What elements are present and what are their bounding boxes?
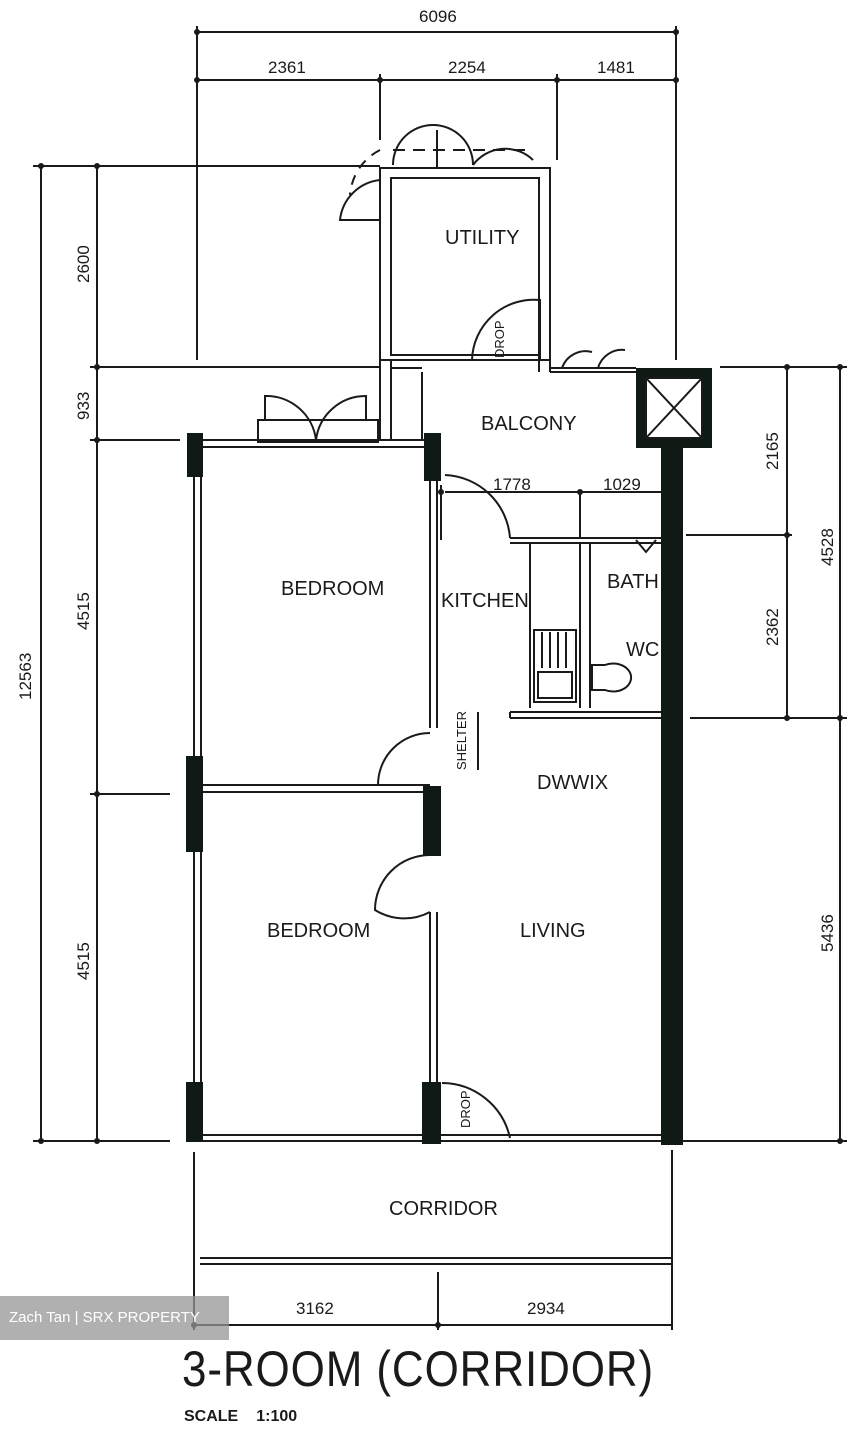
label-shelter: SHELTER [454, 711, 469, 770]
room-dining: DWWIX [537, 772, 608, 794]
plan-scale: SCALE 1:100 [184, 1408, 315, 1426]
dim-bath: 1029 [603, 475, 641, 494]
dim-bottom-2: 2934 [527, 1299, 565, 1318]
dim-left-2: 933 [74, 392, 93, 420]
scale-label: SCALE [184, 1408, 239, 1425]
dim-left-4: 4515 [74, 942, 93, 980]
label-drop-entrance: DROP [458, 1090, 473, 1128]
dim-top-1: 2361 [268, 58, 306, 77]
scale-value: 1:100 [256, 1408, 298, 1425]
dim-right-outer-1: 4528 [818, 528, 837, 566]
dim-top-total: 6096 [419, 7, 457, 26]
dim-right-1: 2165 [763, 432, 782, 470]
dim-left-3: 4515 [74, 592, 93, 630]
watermark: Zach Tan | SRX PROPERTY [0, 1296, 229, 1340]
plan-title: 3-ROOM (CORRIDOR) [182, 1341, 655, 1397]
room-corridor: CORRIDOR [389, 1198, 498, 1220]
room-bedroom-2: BEDROOM [267, 920, 370, 942]
dim-right-2: 2362 [763, 608, 782, 646]
dim-left-total: 12563 [16, 653, 35, 700]
dim-top-2: 2254 [448, 58, 486, 77]
room-bath: BATH [607, 571, 659, 593]
dim-bottom-1: 3162 [296, 1299, 334, 1318]
dim-right-outer-2: 5436 [818, 914, 837, 952]
room-utility: UTILITY [445, 227, 519, 249]
dim-kitchen: 1778 [493, 475, 531, 494]
dim-left-1: 2600 [74, 245, 93, 283]
label-drop-utility: DROP [492, 320, 507, 358]
room-bedroom-1: BEDROOM [281, 578, 384, 600]
dim-top-3: 1481 [597, 58, 635, 77]
room-balcony: BALCONY [481, 413, 577, 435]
room-wc: WC [626, 639, 659, 661]
room-living: LIVING [520, 920, 586, 942]
room-kitchen: KITCHEN [441, 590, 529, 612]
